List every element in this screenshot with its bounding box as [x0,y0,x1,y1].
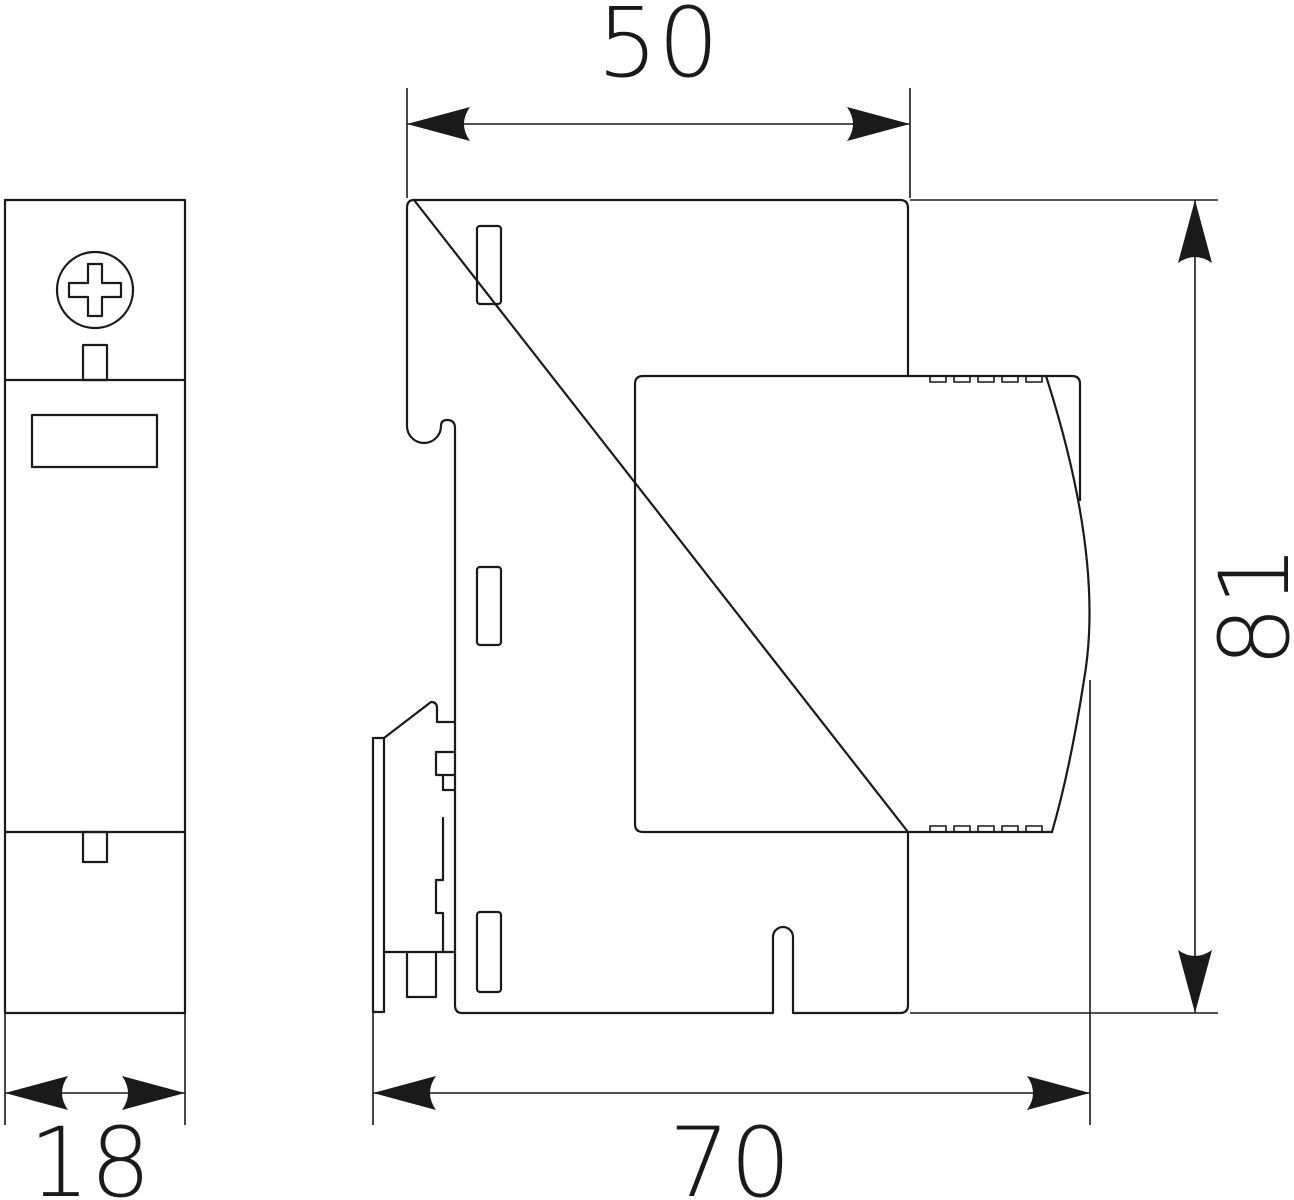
terminal-screw-icon [55,250,135,330]
front-view [3,198,187,1015]
status-indicator-window [30,413,159,469]
side-view [371,198,1091,1015]
front-upper-tab [81,343,109,382]
side-base-outline [405,198,910,1015]
din-rail-clip [371,700,457,1014]
plug-in-module [633,374,1091,834]
side-slot-middle [475,565,503,647]
dimension-81 [910,199,1218,1014]
dimension-label-50: 50 [597,0,719,99]
dimension-70 [372,680,1091,1125]
side-slot-upper [475,224,503,306]
dimension-label-18: 18 [29,1107,151,1200]
dimension-label-81: 81 [1199,545,1294,667]
dimension-label-70: 70 [669,1107,791,1200]
dimension-50 [406,88,911,198]
dimension-18 [4,1013,186,1125]
front-body-outline [3,198,187,1015]
side-slot-lower [475,910,503,994]
front-lower-tab [81,830,109,864]
